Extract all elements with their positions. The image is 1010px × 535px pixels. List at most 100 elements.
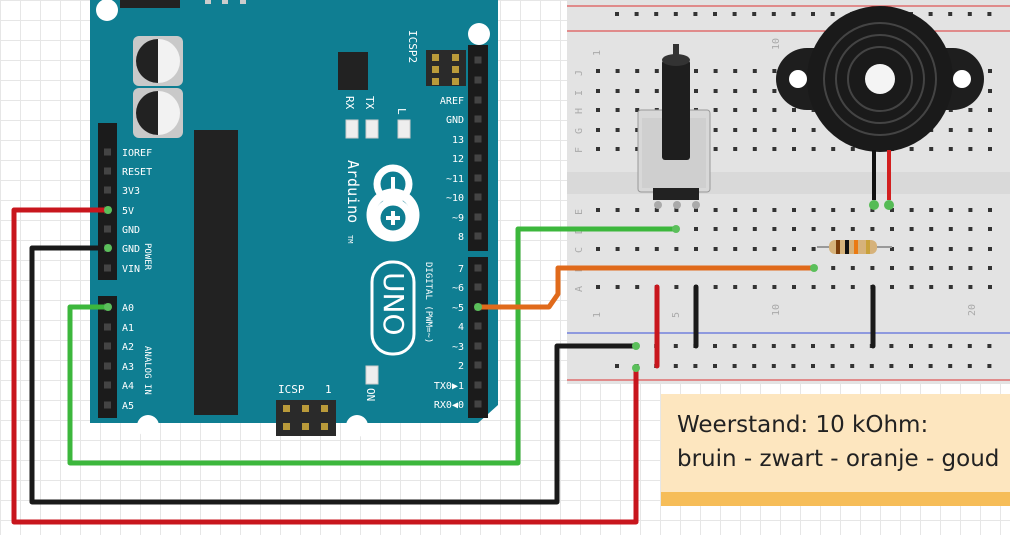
breadboard-hole: [909, 247, 914, 251]
header-pin: [474, 381, 482, 389]
breadboard-hole: [792, 208, 796, 212]
row-letter: E: [574, 209, 585, 215]
breadboard-hole: [615, 247, 620, 251]
icsp-header: [276, 400, 336, 436]
breadboard-hole: [635, 108, 640, 112]
breadboard-hole: [694, 247, 698, 251]
breadboard-hole: [596, 128, 600, 132]
breadboard-hole: [988, 89, 992, 93]
breadboard-hole: [713, 285, 718, 289]
breadboard-hole: [890, 247, 894, 251]
column-number: 10: [771, 38, 782, 50]
wire-a0-green: [67, 226, 679, 466]
digital-header-bottom: [468, 257, 488, 418]
header-pin: [474, 115, 482, 123]
breadboard-hole: [733, 128, 738, 132]
header-pin: [104, 186, 111, 194]
breadboard-hole: [988, 208, 992, 212]
pin-label-vin: VIN: [122, 264, 140, 275]
power-rail-hole: [615, 364, 619, 368]
breadboard-hole: [948, 285, 953, 289]
breadboard-hole: [988, 285, 992, 289]
breadboard-hole: [713, 147, 718, 151]
power-rail-hole: [948, 344, 953, 348]
power-rail-hole: [771, 364, 776, 368]
breadboard-hole: [615, 285, 620, 289]
breadboard-hole: [811, 247, 816, 251]
wire-gnd-black: [29, 245, 639, 505]
breadboard-hole: [635, 147, 640, 151]
header-pin: [104, 381, 111, 389]
pin-label-0: RX0◀0: [434, 400, 464, 411]
wire-end: [474, 303, 482, 311]
power-rail-hole: [928, 364, 933, 368]
breadboard-hole: [792, 227, 796, 231]
breadboard-hole: [870, 208, 875, 212]
breadboard-hole: [890, 266, 894, 270]
pin-label-a3: A3: [122, 362, 134, 373]
breadboard-hole: [909, 285, 914, 289]
mounting-hole: [468, 23, 490, 45]
breadboard-hole: [968, 128, 973, 132]
tx-led: [365, 119, 379, 139]
power-header: [98, 123, 117, 280]
power-rail-hole: [615, 12, 619, 16]
breadboard-hole: [713, 89, 718, 93]
breadboard-hole: [596, 247, 600, 251]
header-pin: [474, 322, 482, 330]
pin-label-13: 13: [452, 135, 464, 146]
breadboard-hole: [890, 227, 894, 231]
breadboard-hole: [948, 147, 953, 151]
rx-led: [345, 119, 359, 139]
power-rail-hole: [673, 12, 678, 16]
breadboard-hole: [811, 285, 816, 289]
power-rail-hole: [771, 344, 776, 348]
wire-end: [810, 264, 818, 272]
breadboard-hole: [752, 208, 757, 212]
breadboard-hole: [694, 227, 698, 231]
wire-end: [104, 206, 112, 214]
row-letter: H: [574, 108, 585, 114]
power-rail-hole: [928, 12, 933, 16]
breadboard-hole: [811, 128, 816, 132]
header-pin: [474, 361, 482, 369]
capacitor: [133, 88, 183, 138]
analog-section-label: ANALOG IN: [142, 346, 152, 395]
header-pin: [474, 283, 482, 291]
breadboard-hole: [596, 108, 600, 112]
row-letter: G: [574, 128, 585, 134]
breadboard-hole: [752, 69, 757, 73]
power-rail-hole: [654, 12, 659, 16]
power-rail-hole: [771, 12, 776, 16]
breadboard-hole: [948, 128, 953, 132]
power-rail-hole: [791, 364, 796, 368]
pin-label-9: ~9: [452, 213, 464, 224]
usb-chip: [338, 52, 368, 90]
capacitor: [133, 36, 183, 86]
header-pin: [104, 167, 111, 175]
header-pin: [104, 148, 111, 156]
breadboard-hole: [929, 266, 934, 270]
pad: [240, 0, 246, 4]
breadboard-hole: [733, 89, 738, 93]
power-rail-hole: [967, 12, 972, 16]
breadboard-hole: [792, 128, 796, 132]
pin-label-12: 12: [452, 154, 464, 165]
row-letter: F: [574, 147, 585, 153]
power-rail-hole: [909, 364, 913, 368]
breadboard-hole: [850, 147, 855, 151]
breadboard-hole: [733, 69, 738, 73]
breadboard-hole: [792, 108, 796, 112]
pad: [222, 0, 228, 4]
breadboard-hole: [635, 247, 640, 251]
breadboard-hole: [635, 69, 640, 73]
header-pin: [474, 213, 482, 221]
breadboard-hole: [909, 147, 914, 151]
header-pin: [474, 96, 482, 104]
breadboard-hole: [929, 147, 934, 151]
breadboard-hole: [831, 227, 836, 231]
header-pin: [474, 135, 482, 143]
breadboard-hole: [968, 285, 973, 289]
breadboard-hole: [654, 89, 659, 93]
breadboard-hole: [635, 285, 640, 289]
